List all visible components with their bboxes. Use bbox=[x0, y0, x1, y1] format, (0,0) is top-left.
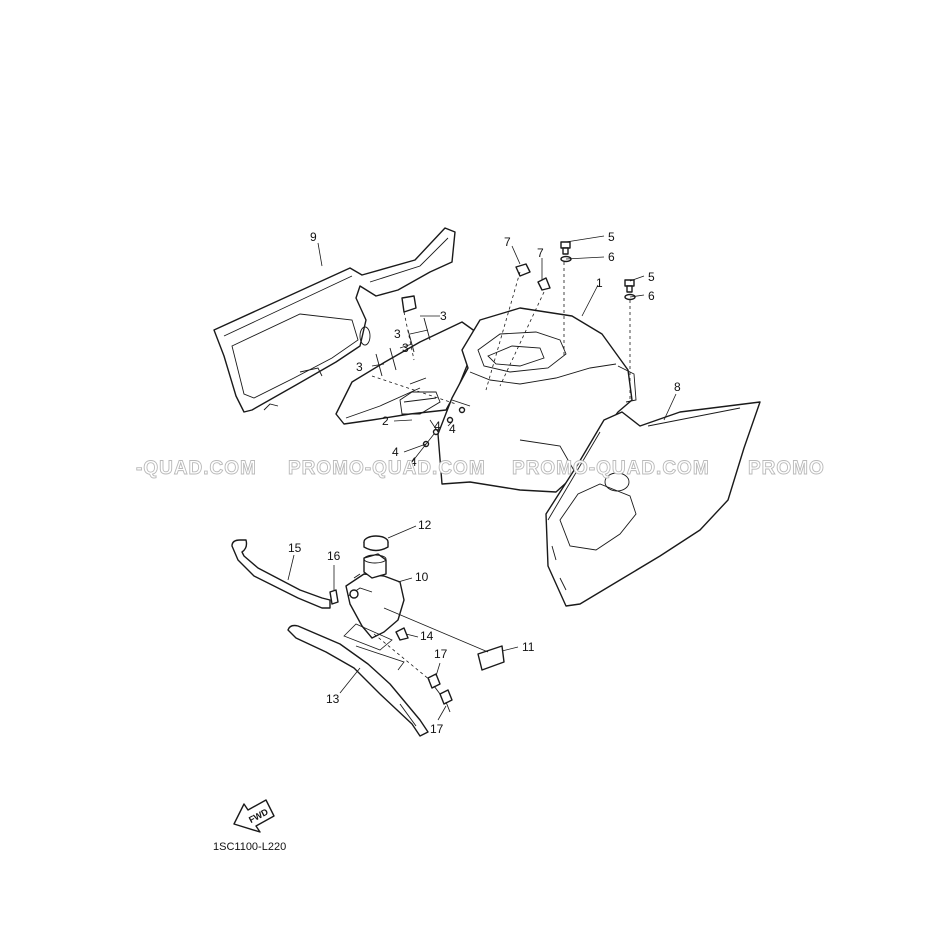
watermark-text-1: -QUAD.COM bbox=[136, 458, 257, 479]
callout-5b: 5 bbox=[648, 270, 655, 284]
bolt-17b-part bbox=[439, 689, 453, 713]
bolt-5a-part bbox=[560, 241, 571, 255]
right-side-cover-part bbox=[545, 401, 761, 607]
nut-7a-part bbox=[515, 263, 531, 277]
rivet-3-part bbox=[375, 317, 431, 377]
callout-6b: 6 bbox=[648, 289, 655, 303]
callout-13: 13 bbox=[326, 692, 340, 706]
callout-3a: 3 bbox=[440, 309, 447, 323]
callout-5a: 5 bbox=[608, 230, 615, 244]
assembly-guide-lines bbox=[371, 262, 631, 405]
callout-8: 8 bbox=[674, 380, 681, 394]
callout-16: 16 bbox=[327, 549, 341, 563]
callout-7a: 7 bbox=[504, 235, 511, 249]
watermark: -QUAD.COM PROMO-QUAD.COM PROMO-QUAD.COM … bbox=[136, 458, 825, 480]
callout-numbers: 9 7 7 5 6 1 5 6 3 3 3 3 8 2 4 4 4 4 12 1… bbox=[288, 230, 681, 736]
reservoir-tank-10-part bbox=[345, 553, 405, 639]
bolt-17a-part bbox=[427, 673, 441, 695]
callout-1: 1 bbox=[596, 276, 603, 290]
watermark-text-4: PROMO bbox=[748, 458, 825, 479]
watermark-text-2: PROMO-QUAD.COM bbox=[288, 458, 486, 479]
callout-17a: 17 bbox=[434, 647, 448, 661]
grommet-part bbox=[401, 295, 417, 313]
callout-3c: 3 bbox=[402, 341, 409, 355]
leader-lines bbox=[287, 235, 677, 721]
hose-15-part bbox=[231, 539, 331, 609]
clamp-14-part bbox=[395, 627, 409, 641]
callout-17b: 17 bbox=[430, 722, 444, 736]
callout-4a: 4 bbox=[434, 419, 441, 433]
callout-15: 15 bbox=[288, 541, 302, 555]
callout-3d: 3 bbox=[356, 360, 363, 374]
tank-cover-part bbox=[437, 307, 637, 493]
callout-11: 11 bbox=[522, 640, 535, 654]
callout-4d: 4 bbox=[410, 455, 417, 469]
callout-6a: 6 bbox=[608, 250, 615, 264]
fwd-arrow-icon: FWD bbox=[233, 799, 275, 833]
label-11-part bbox=[477, 645, 505, 671]
clip-7b-part bbox=[537, 277, 551, 291]
hose-13-part bbox=[287, 624, 429, 737]
callout-4c: 4 bbox=[392, 445, 399, 459]
callout-3b: 3 bbox=[394, 327, 401, 341]
callout-7b: 7 bbox=[537, 246, 544, 260]
callout-2: 2 bbox=[382, 414, 389, 428]
callout-14: 14 bbox=[420, 629, 434, 643]
callout-12: 12 bbox=[418, 518, 432, 532]
callout-9: 9 bbox=[310, 230, 317, 244]
lower-guide-lines bbox=[343, 623, 431, 681]
diagram-code: 1SC1100-L220 bbox=[213, 841, 286, 853]
cap-12-part bbox=[363, 535, 389, 552]
callout-10: 10 bbox=[415, 570, 429, 584]
left-side-cover-part bbox=[213, 227, 456, 413]
clamp-16-part bbox=[329, 589, 339, 605]
callout-4b: 4 bbox=[449, 422, 456, 436]
watermark-text-3: PROMO-QUAD.COM bbox=[512, 458, 710, 479]
bolt-5b-part bbox=[624, 279, 635, 293]
